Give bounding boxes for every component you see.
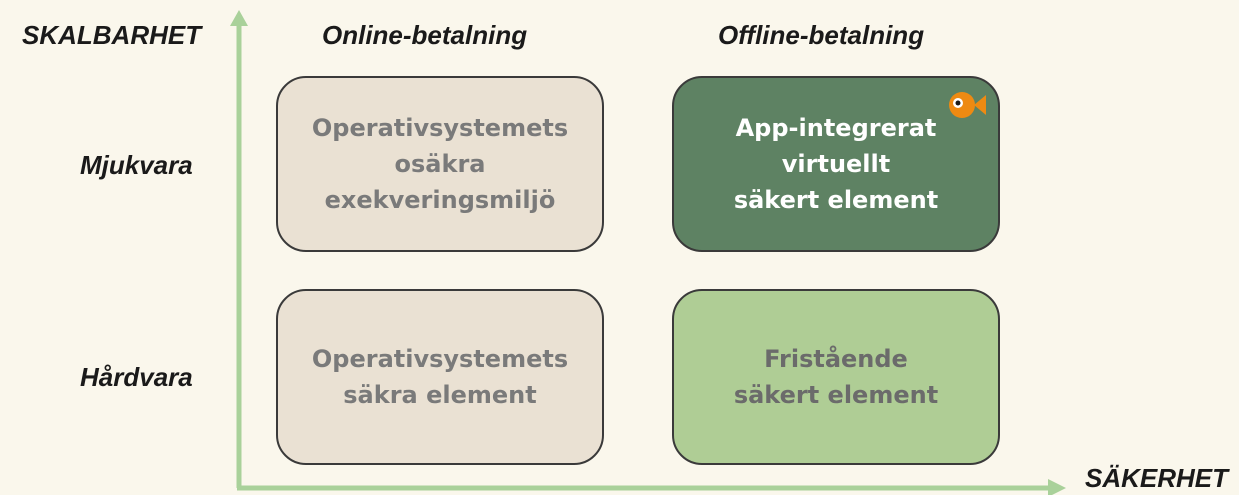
fish-logo-icon xyxy=(949,92,986,118)
quadrant-offline-software: App-integrerat virtuellt säkert element xyxy=(672,76,1000,252)
y-axis-label: SKALBARHET xyxy=(22,20,202,50)
quadrant-offline-hardware: Fristående säkert element xyxy=(672,289,1000,465)
quadrant-online-hardware-text: Operativsystemets säkra element xyxy=(311,345,569,409)
quadrant-online-hardware: Operativsystemets säkra element xyxy=(276,289,604,465)
x-axis-arrowhead xyxy=(1048,479,1066,495)
y-axis-arrowhead xyxy=(230,10,248,26)
column-header-online: Online-betalning xyxy=(322,20,528,50)
x-axis-label: SÄKERHET xyxy=(1085,463,1229,493)
quadrant-online-software: Operativsystemets osäkra exekveringsmilj… xyxy=(276,76,604,252)
quadrant-online-software-text: Operativsystemets osäkra exekveringsmilj… xyxy=(311,114,569,214)
quadrant-offline-software-text: App-integrerat virtuellt säkert element xyxy=(733,114,939,214)
column-header-offline: Offline-betalning xyxy=(718,20,925,50)
row-header-software: Mjukvara xyxy=(80,150,193,180)
row-header-hardware: Hårdvara xyxy=(80,362,193,392)
quadrant-offline-hardware-text: Fristående säkert element xyxy=(733,345,939,409)
